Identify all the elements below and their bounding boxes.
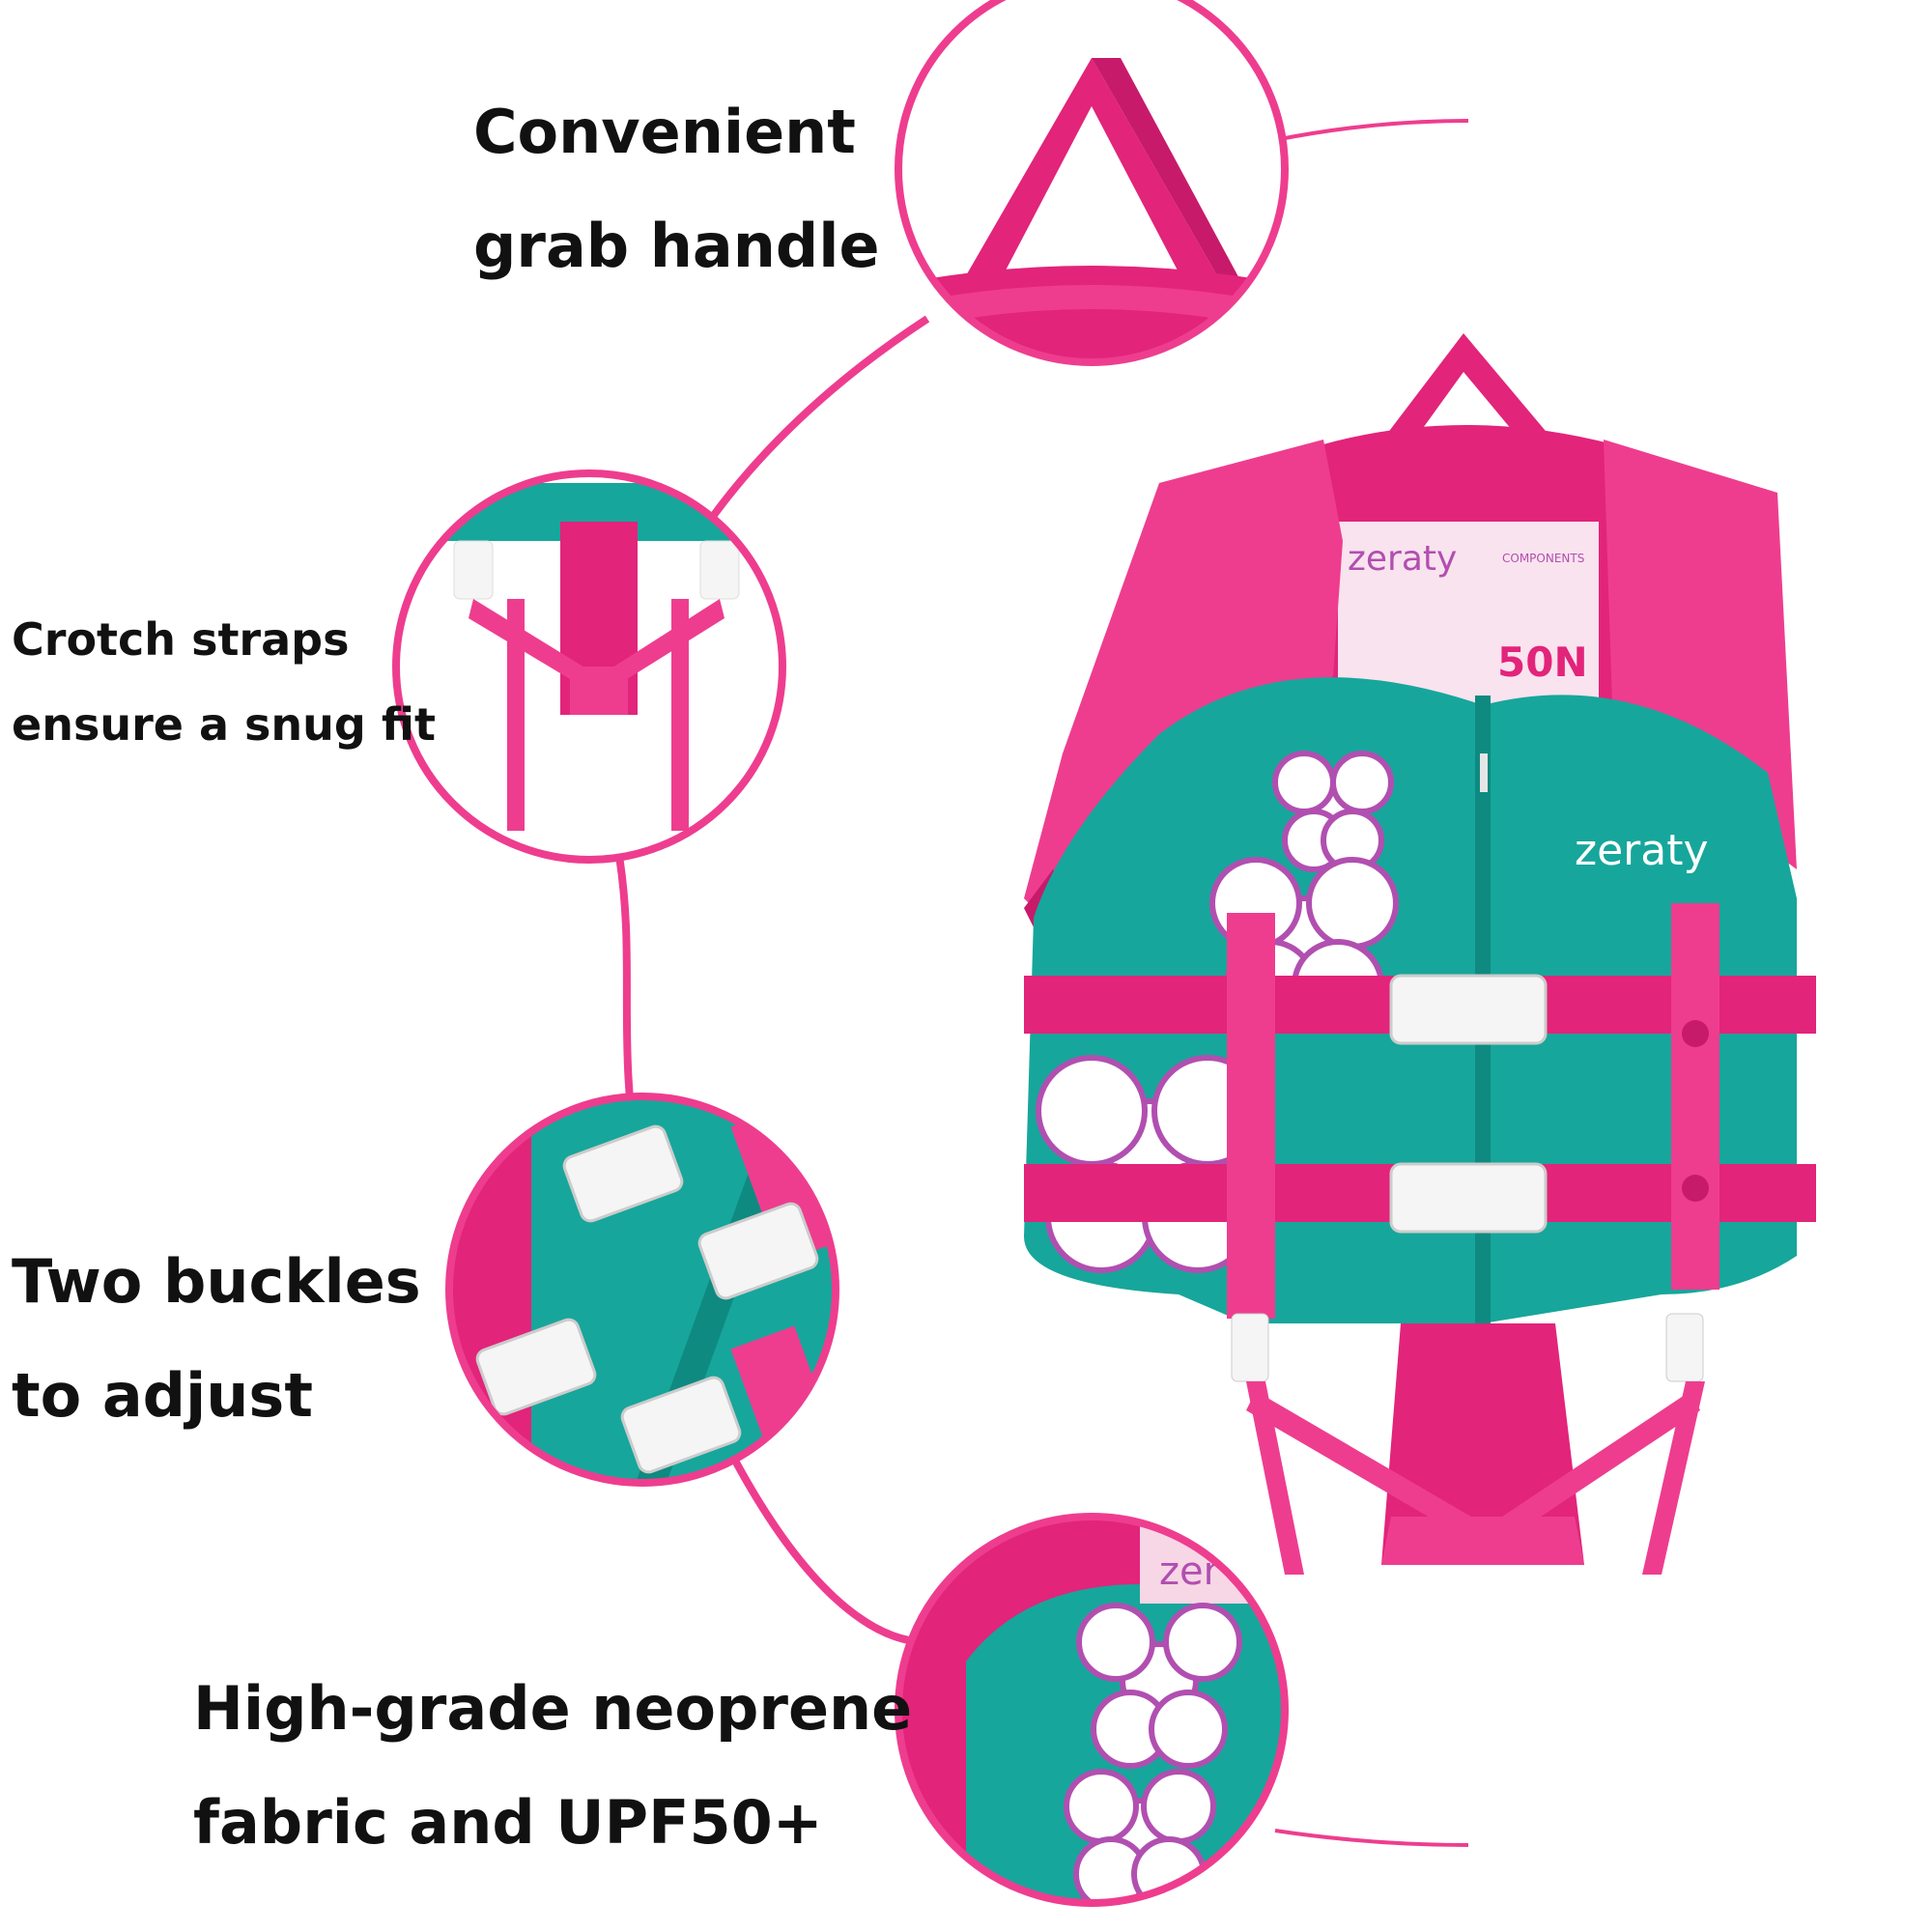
- caption-line: grab handle: [473, 211, 880, 281]
- buckle-detail-icon: [449, 1096, 836, 1483]
- caption-grab-handle: Convenient grab handle: [473, 75, 880, 303]
- caption-line: to adjust: [12, 1360, 313, 1431]
- caption-line: High-grade neoprene: [193, 1673, 913, 1744]
- caption-two-buckles: Two buckles to adjust: [12, 1225, 421, 1453]
- grab-handle-detail-icon: [898, 0, 1285, 362]
- caption-line: fabric and UPF50+: [193, 1787, 823, 1858]
- caption-line: ensure a snug fit: [12, 698, 436, 751]
- caption-crotch-straps: Crotch straps ensure a snug fit: [12, 597, 436, 767]
- life-vest-icon: zeraty zeraty COMPONENTS 50N: [1024, 333, 1816, 1575]
- caption-fabric: High-grade neoprene fabric and UPF50+: [193, 1652, 912, 1880]
- vest-inner-heading: COMPONENTS: [1502, 552, 1584, 565]
- connector-line-top: [1274, 119, 1469, 142]
- caption-line: Two buckles: [12, 1246, 421, 1317]
- connector-line-bottom: [1274, 1829, 1469, 1847]
- caption-line: Crotch straps: [12, 613, 350, 666]
- fabric-detail-icon: zer: [898, 1517, 1285, 1903]
- vest-brand-label: zeraty: [1575, 826, 1709, 875]
- vest-rating-label: 50N: [1497, 639, 1588, 686]
- caption-line: Convenient: [473, 97, 856, 167]
- crotch-strap-detail-icon: [396, 473, 782, 860]
- vest-inner-brand-label: zeraty: [1348, 539, 1457, 579]
